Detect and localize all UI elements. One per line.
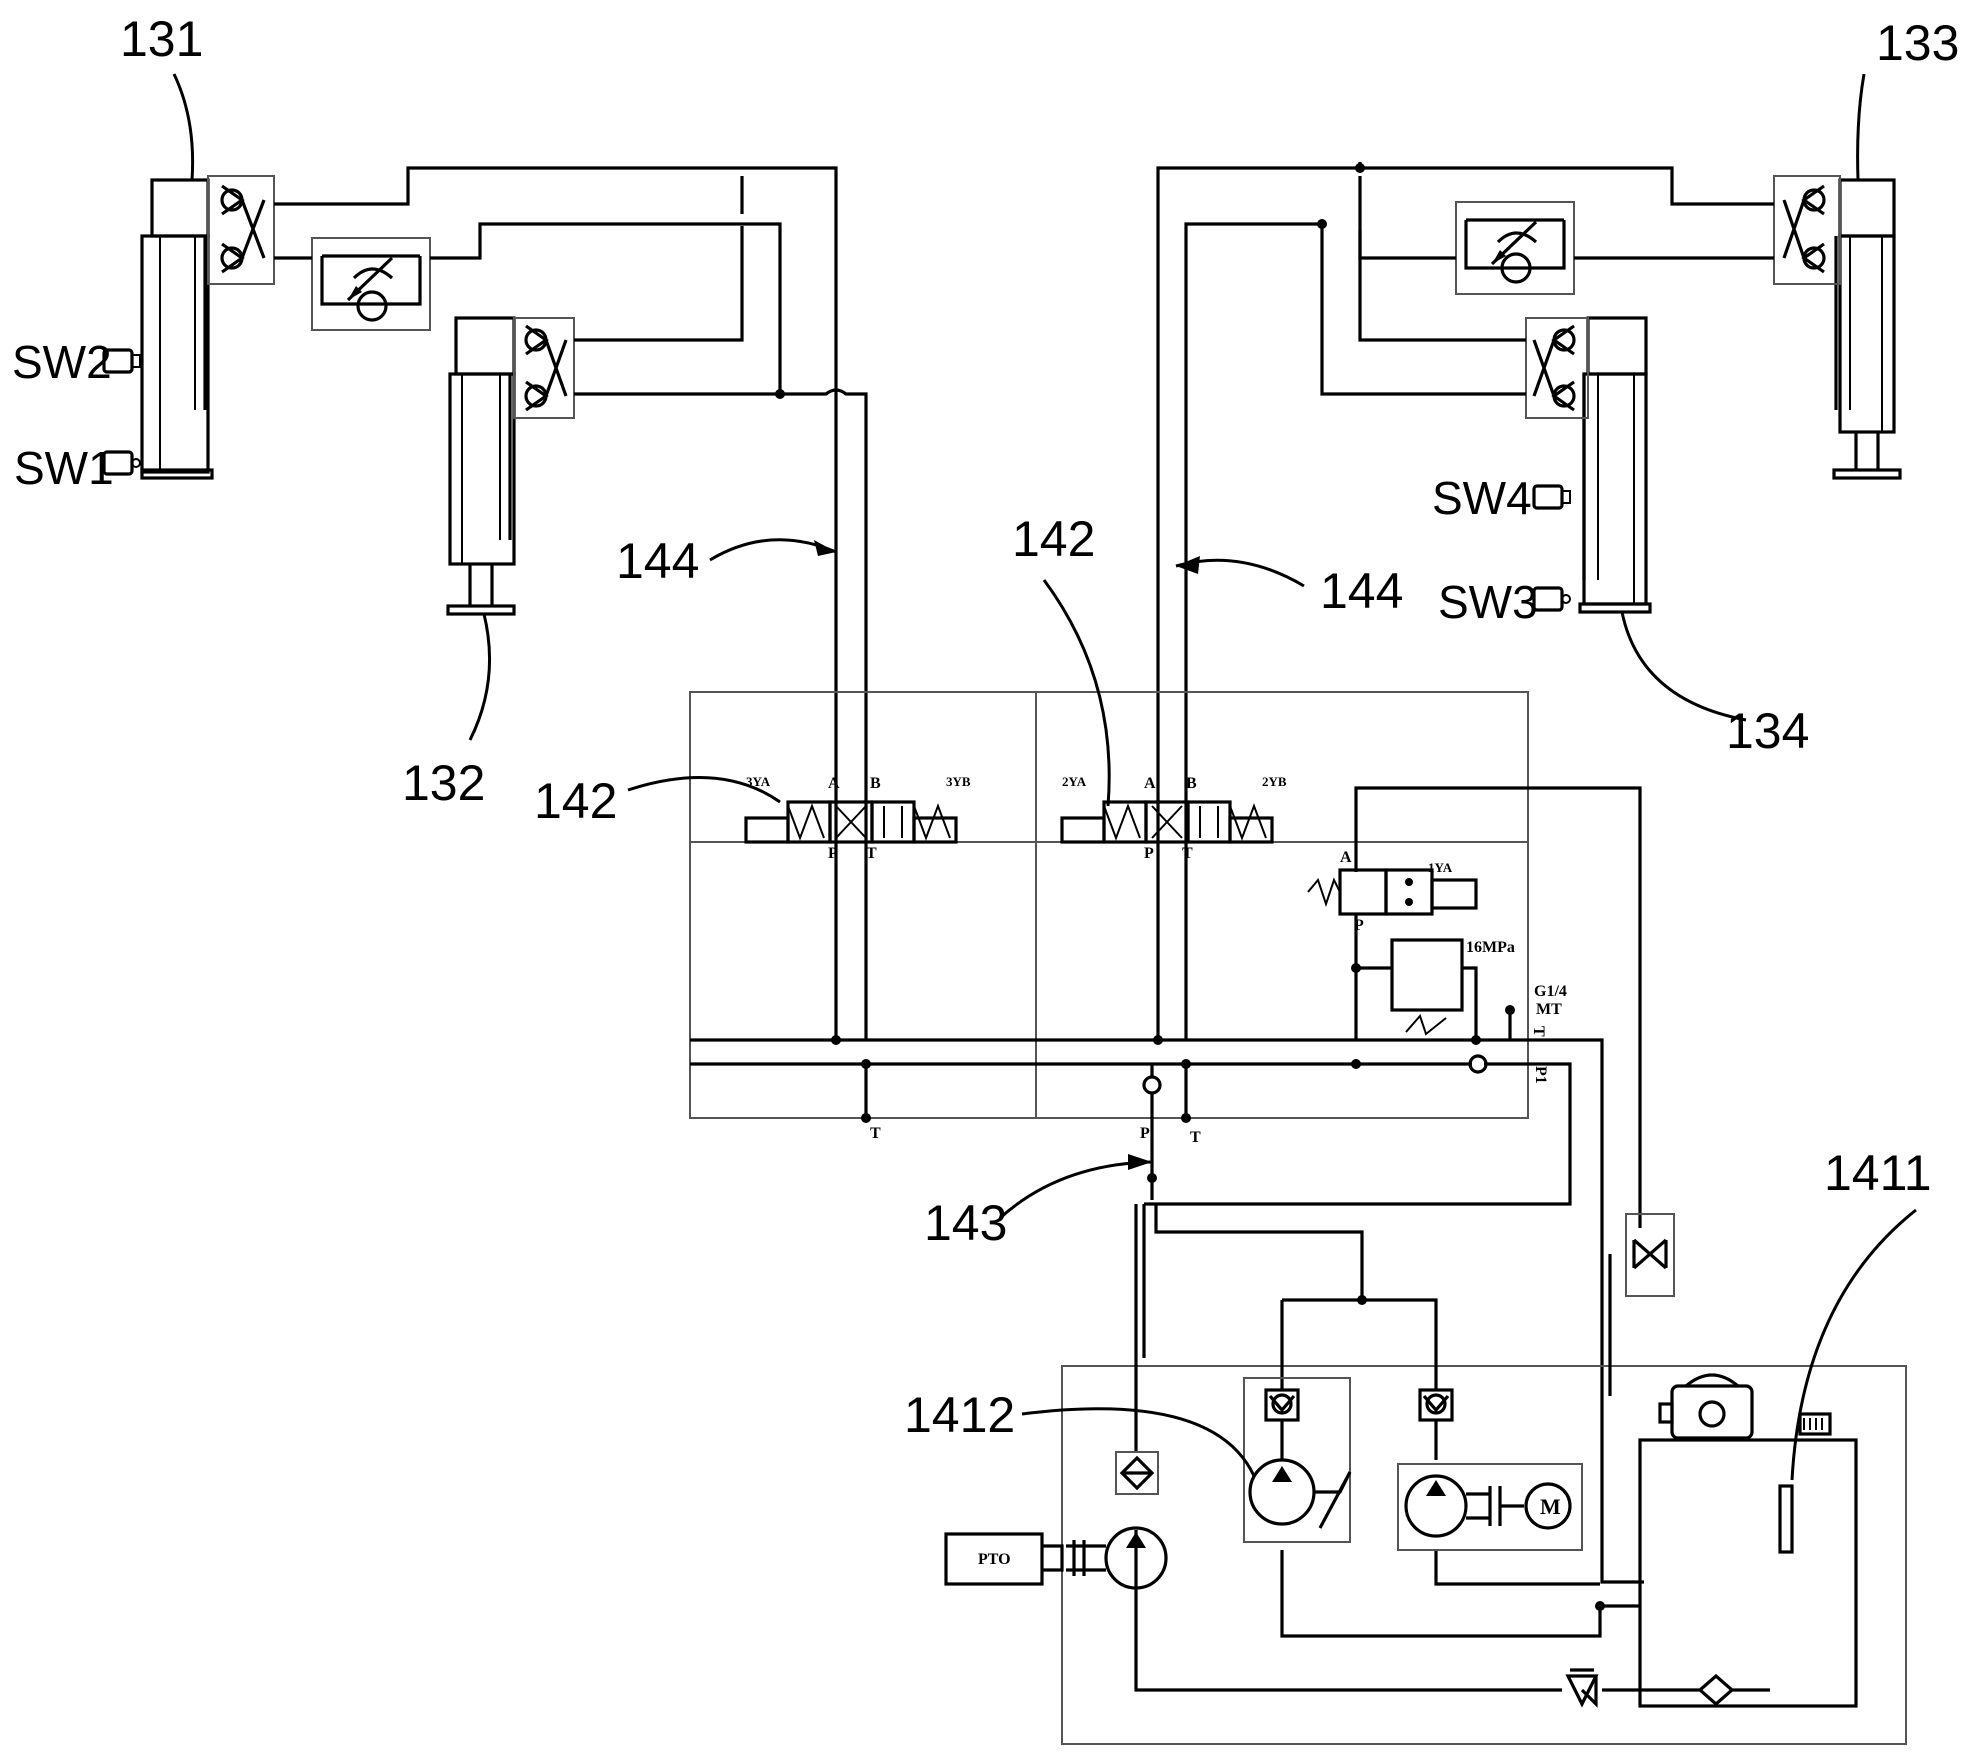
bottom-t1-label: T	[870, 1125, 881, 1142]
manifold-piping	[690, 786, 1644, 1584]
pump-pto	[1066, 1526, 1168, 1590]
left-piping	[274, 166, 868, 1040]
ref-144-right: 144	[1320, 563, 1403, 619]
cylinder-132	[446, 316, 516, 616]
ref-1411: 1411	[1824, 1145, 1932, 1201]
port-a1: A	[828, 775, 840, 792]
port-p1: P	[828, 845, 838, 862]
check-valve-pump2	[1243, 1377, 1351, 1543]
cylinder-133	[1832, 178, 1902, 480]
return-filter	[1658, 1373, 1754, 1440]
label-sw3: SW3	[1438, 576, 1538, 628]
directional-valve-3	[744, 800, 958, 844]
ref-134: 134	[1726, 703, 1809, 759]
ref-1412: 1412	[904, 1387, 1015, 1443]
label-3ya: 3YA	[746, 774, 771, 789]
ref-133: 133	[1876, 15, 1959, 71]
pto-box	[944, 1532, 1064, 1586]
leader-lines	[172, 73, 1917, 1481]
directional-valve-2	[1060, 800, 1274, 844]
oil-tank-1411	[1638, 1412, 1858, 1708]
ref-131: 131	[120, 11, 203, 67]
ball-valve-return	[1625, 1213, 1675, 1297]
reference-numbers: 131 133 132 134 144 144 142 142 143 1411…	[120, 11, 1959, 1443]
filter-inline	[1115, 1451, 1159, 1495]
port-a2: A	[1144, 775, 1156, 792]
check-valve-pump3	[1418, 1388, 1454, 1422]
switch-labels: SW2 SW1 SW4 SW3	[12, 336, 1538, 628]
junction-dots	[775, 163, 1605, 1611]
port-a3: A	[1340, 849, 1352, 866]
pump-motor	[1397, 1463, 1583, 1551]
solenoid-valve-1ya	[1307, 868, 1478, 916]
ref-142-top: 142	[1012, 511, 1095, 567]
label-sw1: SW1	[14, 442, 114, 494]
gauge-mt-label: MT	[1536, 1001, 1562, 1018]
ball-valve-suction	[1565, 1668, 1599, 1708]
ref-132: 132	[402, 755, 485, 811]
port-p3: P	[1354, 917, 1364, 934]
label-sw4: SW4	[1432, 472, 1532, 524]
port-b1: B	[870, 775, 881, 792]
bottom-t2-label: T	[1190, 1129, 1201, 1146]
switch-sw3-sensor	[1532, 586, 1571, 612]
port-p2: P	[1144, 845, 1154, 862]
label-3yb: 3YB	[946, 774, 971, 789]
ref-144-left: 144	[616, 533, 699, 589]
label-2yb: 2YB	[1262, 774, 1287, 789]
flow-control-valve-left	[311, 237, 431, 331]
pilot-check-valve-131	[207, 175, 275, 285]
cylinder-134	[1578, 316, 1652, 614]
switch-sw1-sensor	[102, 450, 141, 476]
relief-pressure-label: 16MPa	[1466, 939, 1515, 956]
ref-142-left: 142	[534, 773, 617, 829]
ref-143: 143	[924, 1195, 1007, 1251]
port-t2: T	[1182, 845, 1193, 862]
switch-sw4-sensor	[1532, 484, 1571, 510]
side-p1-label: P1	[1532, 1066, 1549, 1084]
switch-sw2-sensor	[102, 348, 141, 374]
gauge-port-label: G1/4	[1534, 983, 1567, 1000]
pump-hand	[1248, 1458, 1352, 1529]
side-t-label: T	[1530, 1026, 1547, 1037]
cylinder-131	[140, 178, 214, 480]
label-2ya: 2YA	[1062, 774, 1087, 789]
relief-valve-16mpa	[1356, 938, 1478, 1040]
port-b2: B	[1186, 775, 1197, 792]
bottom-p-label: P	[1140, 1125, 1150, 1142]
port-t1: T	[866, 845, 877, 862]
pilot-check-valve-133	[1773, 175, 1841, 285]
power-unit-labels: PTO M	[978, 1494, 1561, 1568]
pto-label: PTO	[978, 1551, 1011, 1568]
flow-control-valve-right	[1455, 201, 1575, 295]
pilot-check-valve-132	[513, 317, 575, 419]
pump-piping	[1134, 1204, 1676, 1692]
label-1ya: 1YA	[1428, 860, 1453, 875]
valve-labels: 3YA 3YB 2YA 2YB 1YA A B P T A B P T A P …	[746, 774, 1567, 1146]
motor-label: M	[1540, 1494, 1561, 1519]
pilot-check-valve-134	[1525, 317, 1589, 419]
label-sw2: SW2	[12, 336, 112, 388]
